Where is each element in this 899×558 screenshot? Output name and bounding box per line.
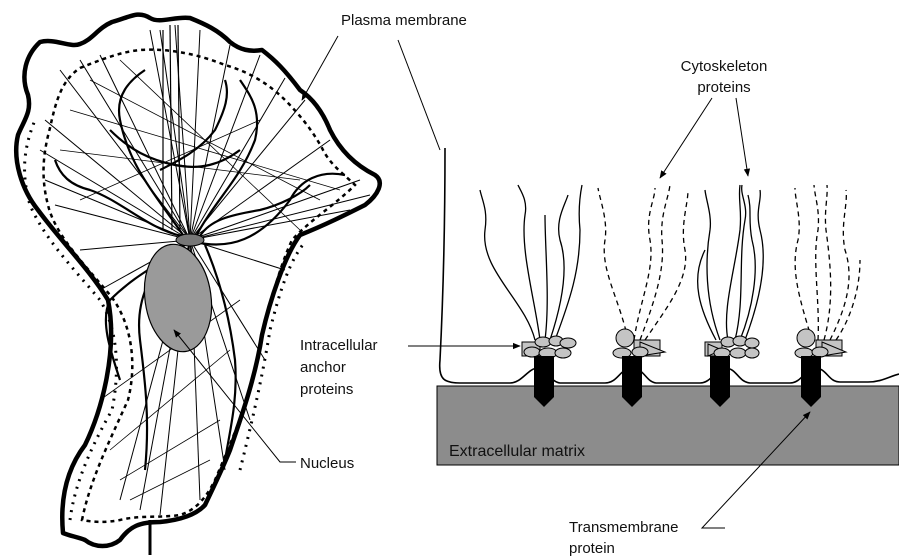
label-intracellular-line2: anchor (300, 359, 346, 376)
label-extracellular-matrix: Extracellular matrix (449, 443, 585, 460)
label-plasma-membrane: Plasma membrane (341, 12, 467, 29)
cytoskeleton-solid-fibers (480, 185, 763, 340)
label-transmembrane-line2: protein (569, 540, 615, 557)
plasma-membrane-arrow-left (302, 36, 338, 100)
transmembrane-protein-2 (622, 356, 642, 407)
cytoskeleton-dashed-fibers (598, 185, 860, 340)
cell-fibers (40, 25, 370, 515)
anchor-cluster-2 (613, 329, 665, 358)
cytoskeleton-arrow-2 (736, 98, 748, 176)
cell-illustration (16, 15, 380, 555)
anchor-cluster-4 (795, 329, 846, 358)
nucleus (138, 240, 218, 356)
transmembrane-protein-4 (801, 356, 821, 407)
plasma-membrane-arrow-right (398, 40, 440, 150)
membrane-illustration (437, 148, 899, 465)
centrosome (176, 234, 204, 246)
cytoskeleton-arrow-1 (660, 98, 712, 178)
label-cytoskeleton-line2: proteins (697, 79, 750, 96)
label-intracellular-line3: proteins (300, 381, 353, 398)
label-nucleus: Nucleus (300, 455, 354, 472)
label-intracellular-line1: Intracellular (300, 337, 378, 354)
transmembrane-protein-3 (710, 356, 730, 407)
anchor-cluster-3 (705, 336, 759, 358)
label-transmembrane-line1: Transmembrane (569, 519, 678, 536)
label-cytoskeleton-line1: Cytoskeleton (681, 58, 768, 75)
transmembrane-protein-1 (534, 356, 554, 407)
anchor-cluster-1 (522, 336, 576, 358)
